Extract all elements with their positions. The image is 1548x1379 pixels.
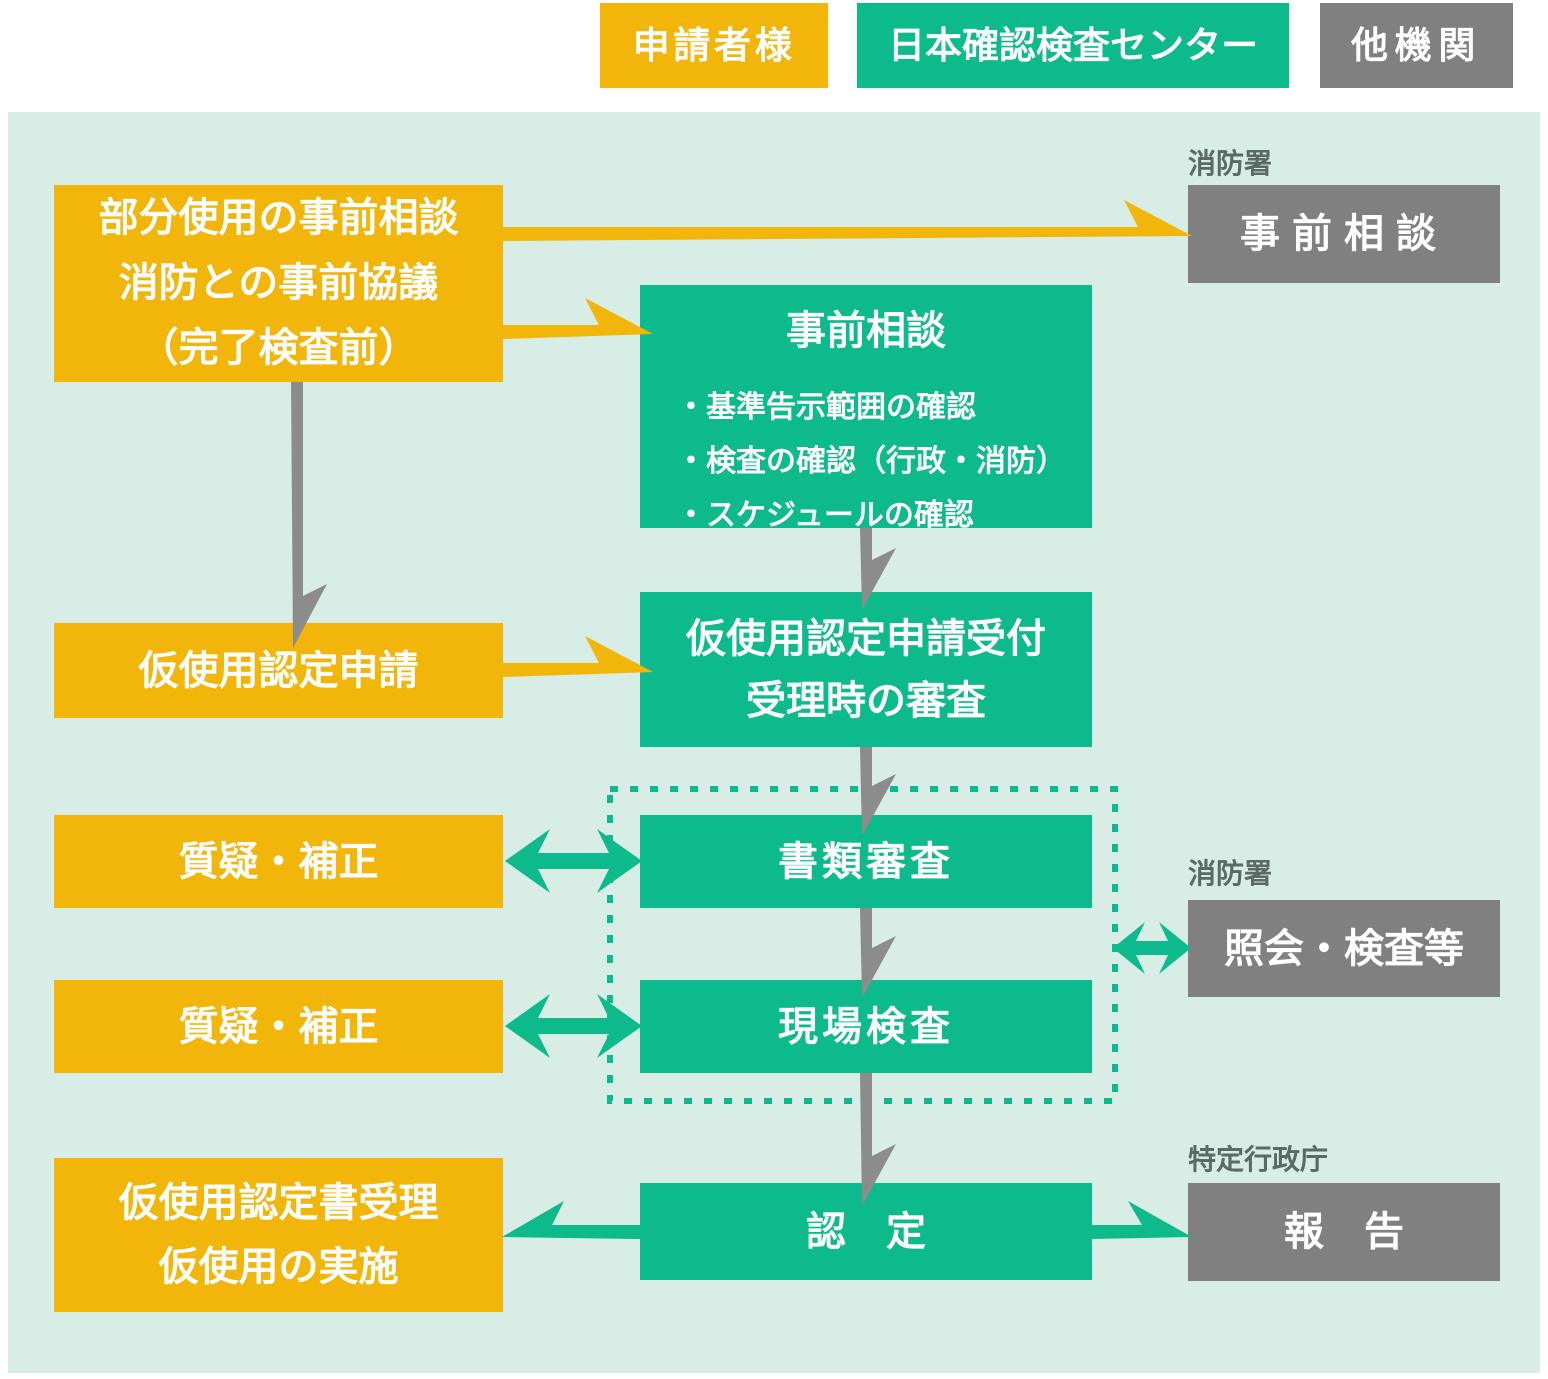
node-document-review: 書類審査 <box>640 815 1092 908</box>
node-text: 仮使用認定書受理 <box>118 1181 439 1225</box>
agency-label-fire-station-1: 消防署 <box>1188 148 1273 179</box>
legend-other: 他機関 <box>1320 3 1513 88</box>
node-text: 書類審査 <box>778 839 954 884</box>
node-text: 仮使用認定申請 <box>138 648 419 693</box>
agency-label-fire-station-2: 消防署 <box>1188 858 1273 889</box>
node-fire-inquiry-inspection: 照会・検査等 <box>1188 900 1500 997</box>
legend-center-label: 日本確認検査センター <box>888 24 1258 66</box>
node-applicant-pre-consult: 部分使用の事前相談 消防との事前協議 （完了検査前） <box>54 185 503 382</box>
node-text: （完了検査前） <box>138 325 419 370</box>
node-center-pre-consult: 事前相談 ・基準告示範囲の確認 ・検査の確認（行政・消防） ・スケジュールの確認 <box>640 285 1092 531</box>
node-certificate-receipt: 仮使用認定書受理 仮使用の実施 <box>54 1158 503 1312</box>
legend-applicant-label: 申請者様 <box>632 24 796 66</box>
node-approval: 認 定 <box>640 1183 1092 1280</box>
node-text: 現場検査 <box>778 1004 954 1049</box>
bullet-item: ・基準告示範囲の確認 <box>676 391 976 424</box>
bullet-item: ・スケジュールの確認 <box>676 499 974 532</box>
node-site-inspection: 現場検査 <box>640 980 1092 1073</box>
node-qa-correction-2: 質疑・補正 <box>54 980 503 1073</box>
node-text: 報 告 <box>1284 1210 1404 1254</box>
node-text: 事前相談 <box>1240 212 1448 256</box>
legend-applicant: 申請者様 <box>600 3 828 88</box>
node-application-reception: 仮使用認定申請受付 受理時の審査 <box>640 592 1092 747</box>
node-title: 事前相談 <box>786 309 946 353</box>
node-text: 消防との事前協議 <box>118 261 439 306</box>
node-text: 受理時の審査 <box>746 678 986 723</box>
legend-other-label: 他機関 <box>1351 24 1482 66</box>
node-text: 照会・検査等 <box>1224 926 1464 971</box>
bullet-item: ・検査の確認（行政・消防） <box>676 445 1066 478</box>
node-text: 仮使用認定申請受付 <box>686 616 1046 661</box>
node-text: 認 定 <box>806 1209 926 1254</box>
agency-label-specific-administrative-agency: 特定行政庁 <box>1188 1144 1329 1175</box>
node-bullet-list: ・基準告示範囲の確認 ・検査の確認（行政・消防） ・スケジュールの確認 <box>640 369 1092 555</box>
node-fire-pre-consult: 事前相談 <box>1188 185 1500 283</box>
node-qa-correction-1: 質疑・補正 <box>54 815 503 908</box>
node-text: 質疑・補正 <box>178 839 379 884</box>
node-text: 仮使用の実施 <box>158 1245 399 1289</box>
node-text: 部分使用の事前相談 <box>98 196 459 241</box>
legend-center: 日本確認検査センター <box>857 3 1289 88</box>
node-text: 質疑・補正 <box>178 1004 379 1049</box>
node-report: 報 告 <box>1188 1183 1500 1281</box>
node-application: 仮使用認定申請 <box>54 623 503 718</box>
